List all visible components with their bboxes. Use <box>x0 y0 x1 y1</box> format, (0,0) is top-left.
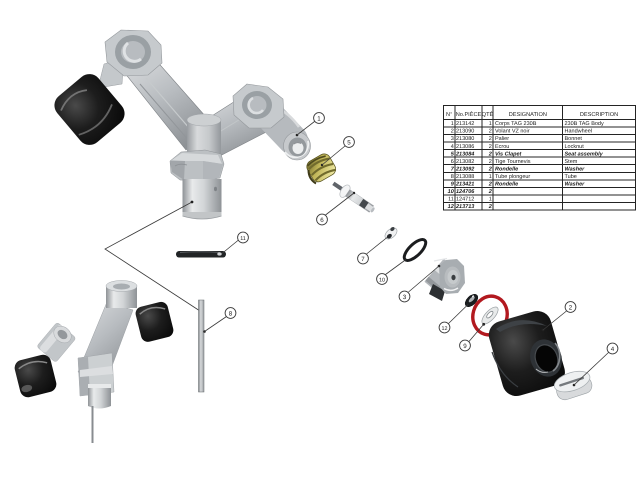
svg-text:Stem: Stem <box>565 159 578 165</box>
svg-text:8: 8 <box>229 310 233 317</box>
svg-text:213092: 213092 <box>455 166 474 172</box>
svg-text:2: 2 <box>569 304 573 311</box>
svg-text:6: 6 <box>320 217 324 224</box>
svg-text:No.PIÈCE: No.PIÈCE <box>456 111 482 118</box>
svg-text:213082: 213082 <box>456 159 474 165</box>
svg-text:2: 2 <box>489 129 492 135</box>
svg-text:Locknut: Locknut <box>565 144 585 150</box>
svg-text:4: 4 <box>611 346 615 353</box>
svg-text:2: 2 <box>489 144 492 150</box>
svg-text:Rondelle: Rondelle <box>495 181 518 187</box>
svg-text:Rondelle: Rondelle <box>495 166 518 172</box>
svg-text:Palier: Palier <box>495 136 509 142</box>
svg-text:5: 5 <box>451 151 455 157</box>
svg-text:9: 9 <box>451 181 455 187</box>
svg-text:Tube: Tube <box>565 174 577 180</box>
svg-text:2: 2 <box>488 189 492 195</box>
svg-text:12: 12 <box>442 326 448 332</box>
svg-text:1: 1 <box>489 121 492 127</box>
svg-text:1: 1 <box>489 197 492 203</box>
svg-text:Volant VZ noir: Volant VZ noir <box>495 129 530 135</box>
svg-text:Washer: Washer <box>565 166 586 172</box>
svg-text:Washer: Washer <box>565 181 586 187</box>
svg-text:124706: 124706 <box>456 189 475 195</box>
svg-text:Vis Clapet: Vis Clapet <box>495 151 523 157</box>
svg-text:12: 12 <box>448 204 454 210</box>
svg-text:1: 1 <box>317 115 321 122</box>
svg-text:4: 4 <box>451 144 454 150</box>
svg-text:213090: 213090 <box>456 129 474 135</box>
svg-text:1: 1 <box>489 174 492 180</box>
svg-text:2: 2 <box>488 181 492 187</box>
svg-text:213086: 213086 <box>456 144 474 150</box>
svg-text:213713: 213713 <box>455 204 474 210</box>
svg-text:213421: 213421 <box>455 181 474 187</box>
svg-text:11: 11 <box>240 236 246 242</box>
svg-text:2: 2 <box>488 151 492 157</box>
svg-text:Bonnet: Bonnet <box>565 136 583 142</box>
svg-text:7: 7 <box>451 166 455 172</box>
svg-text:213088: 213088 <box>456 174 474 180</box>
svg-text:N°: N° <box>446 112 452 118</box>
svg-text:8: 8 <box>451 174 454 180</box>
svg-text:2: 2 <box>451 129 454 135</box>
svg-text:213084: 213084 <box>455 151 474 157</box>
svg-text:Tige Tournevis: Tige Tournevis <box>495 159 531 165</box>
svg-text:11: 11 <box>448 197 454 203</box>
svg-text:6: 6 <box>451 159 454 165</box>
svg-text:Handwheel: Handwheel <box>565 129 593 135</box>
svg-text:DESCRIPTION: DESCRIPTION <box>580 112 618 118</box>
svg-text:213142: 213142 <box>456 121 474 127</box>
svg-text:2: 2 <box>488 166 492 172</box>
svg-text:3: 3 <box>451 136 454 142</box>
svg-text:7: 7 <box>361 256 365 263</box>
svg-text:10: 10 <box>379 277 385 283</box>
svg-text:Ecrou: Ecrou <box>495 144 509 150</box>
svg-text:3: 3 <box>403 294 407 301</box>
svg-text:1: 1 <box>451 121 454 127</box>
svg-text:DESIGNATION: DESIGNATION <box>509 112 547 118</box>
svg-text:Seat assembly: Seat assembly <box>565 151 604 157</box>
svg-text:2: 2 <box>489 136 492 142</box>
svg-text:9: 9 <box>463 343 467 350</box>
svg-text:10: 10 <box>448 189 454 195</box>
svg-text:Corps TAG 230B: Corps TAG 230B <box>495 121 537 127</box>
svg-text:213080: 213080 <box>456 136 474 142</box>
svg-text:Tube plongeur: Tube plongeur <box>495 174 530 180</box>
svg-text:5: 5 <box>347 139 351 146</box>
svg-text:230B TAG Body: 230B TAG Body <box>565 121 604 127</box>
svg-text:2: 2 <box>488 204 492 210</box>
svg-text:2: 2 <box>489 159 492 165</box>
svg-text:QTÉ: QTÉ <box>482 111 494 118</box>
svg-text:124712: 124712 <box>456 197 474 203</box>
